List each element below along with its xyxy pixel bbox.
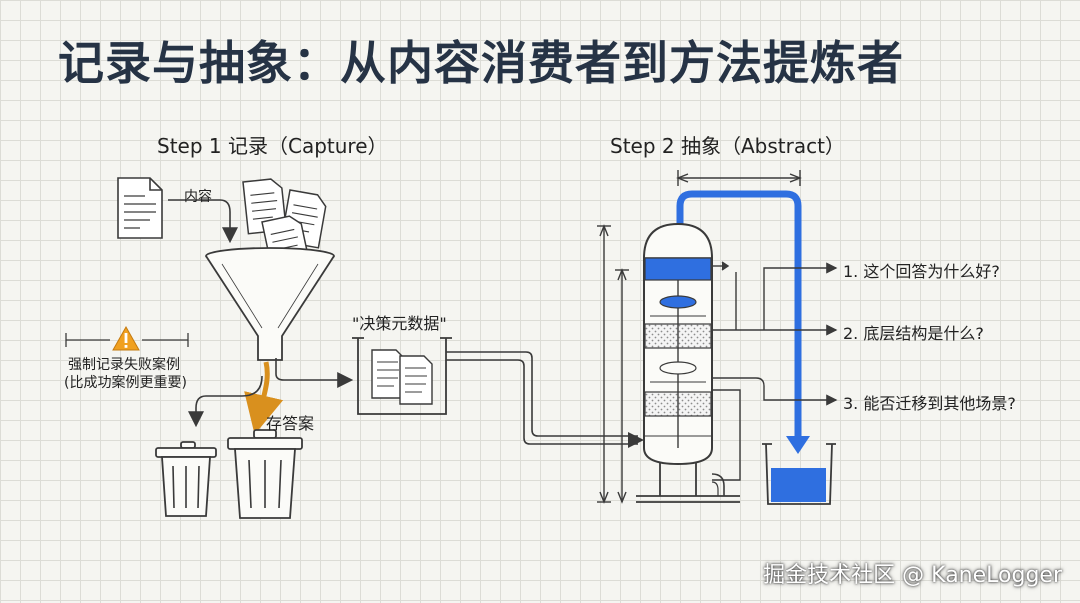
warning-dimension bbox=[65, 333, 189, 347]
archive-label: 存答案 bbox=[266, 414, 315, 433]
document-icon bbox=[117, 177, 163, 239]
distillate-arrow-head bbox=[786, 436, 810, 454]
step2-heading: Step 2 抽象（Abstract） bbox=[610, 134, 845, 158]
to-metadata-arrow bbox=[275, 358, 354, 388]
content-flow-arrow bbox=[168, 199, 238, 244]
content-label: 内容 bbox=[184, 189, 212, 205]
distillate-pipe bbox=[676, 190, 802, 440]
warning-text-line1: 强制记录失败案例 bbox=[68, 357, 180, 373]
collection-beaker bbox=[762, 443, 836, 505]
width-dimension bbox=[676, 170, 802, 186]
funnel-icon bbox=[205, 247, 335, 361]
warning-icon bbox=[112, 325, 140, 351]
page-title: 记录与抽象：从内容消费者到方法提炼者 bbox=[58, 36, 904, 90]
distillation-column bbox=[636, 222, 740, 503]
height-dimension bbox=[597, 224, 629, 504]
trash-bin-small-icon bbox=[155, 441, 217, 517]
decision-metadata-container bbox=[352, 337, 452, 415]
step1-heading: Step 1 记录（Capture） bbox=[157, 134, 388, 158]
question-connectors bbox=[712, 261, 838, 481]
question-1: 1. 这个回答为什么好? bbox=[843, 262, 1000, 281]
trash-bin-large-icon bbox=[227, 429, 303, 519]
question-3: 3. 能否迁移到其他场景? bbox=[843, 394, 1016, 413]
pipe-arrow-head bbox=[628, 432, 644, 448]
watermark: 掘金技术社区 @ KaneLogger bbox=[763, 563, 1062, 588]
decision-metadata-label: "决策元数据" bbox=[352, 314, 447, 333]
transfer-pipe bbox=[446, 351, 638, 445]
warning-text-line2: (比成功案例更重要) bbox=[64, 375, 187, 391]
question-2: 2. 底层结构是什么? bbox=[843, 324, 984, 343]
archive-arrow bbox=[244, 361, 284, 435]
discard-arrow bbox=[188, 375, 263, 428]
